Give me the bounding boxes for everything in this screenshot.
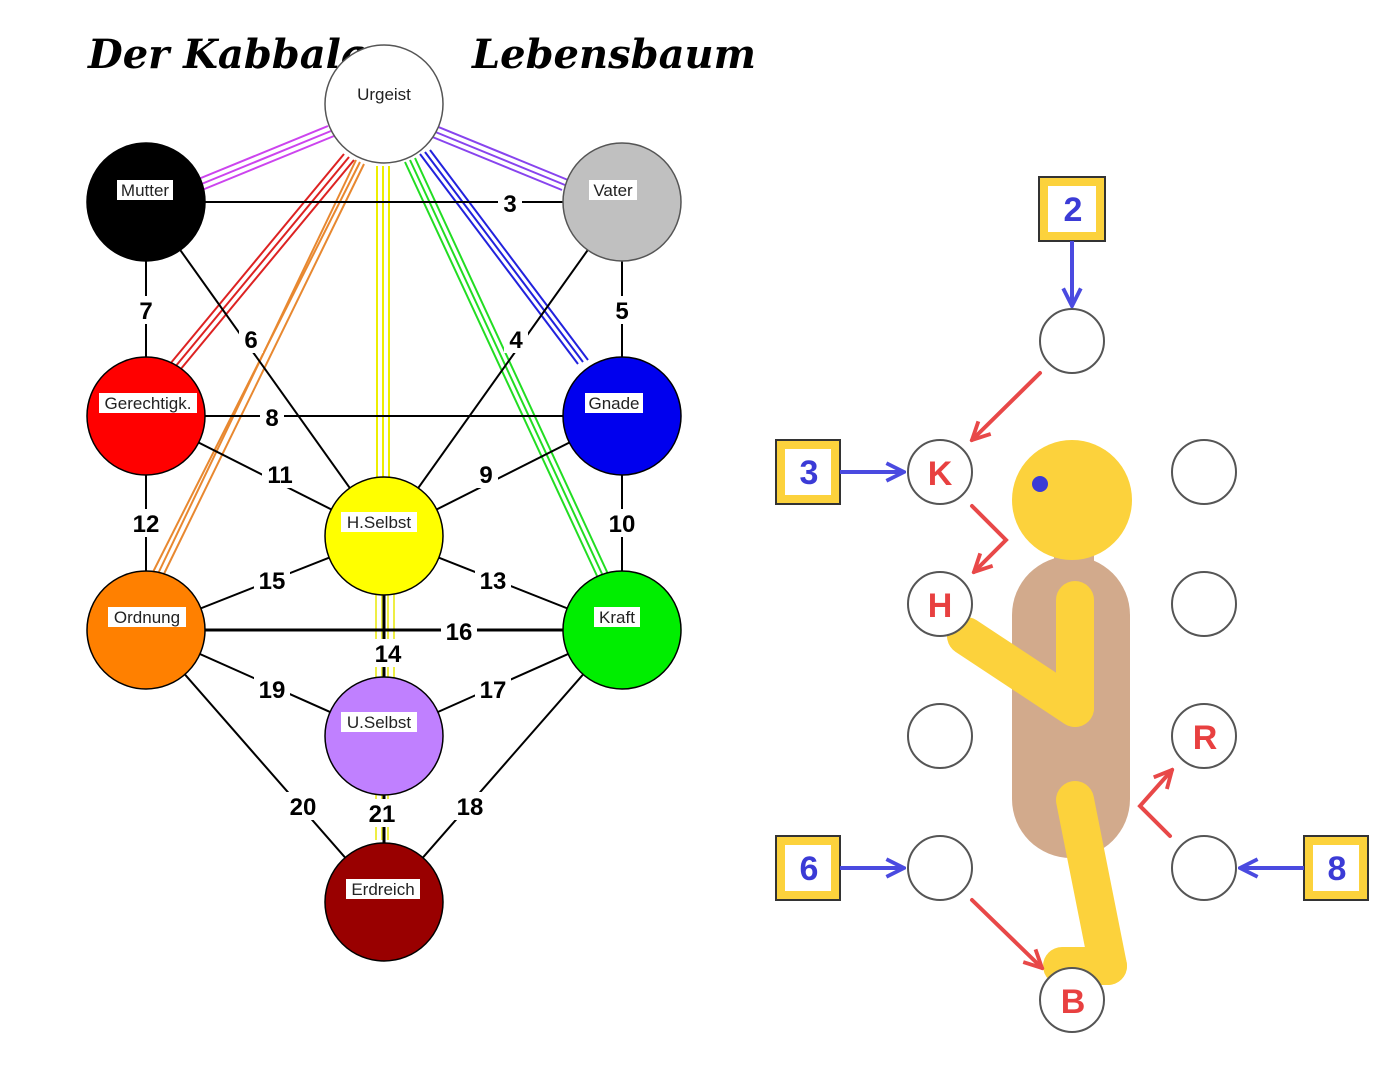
ray-hselbst [376,166,390,478]
node-ordnung: Ordnung [86,570,206,690]
path-number: 9 [479,462,492,489]
position-letter-r: R [1193,719,1218,757]
figure-head [1012,440,1132,560]
arrow-to-b [970,898,1042,968]
node-erdreich: Erdreich [324,842,444,962]
path-number: 14 [375,641,402,668]
figure [947,440,1132,985]
position-circle-k [907,439,973,505]
node-label: Mutter [121,181,170,200]
box-6: 6 [775,835,841,901]
ray-mutter [195,125,335,191]
path-numbers: 3 4 5 6 7 8 9 10 11 12 13 14 15 16 17 18… [128,189,640,828]
path-number: 16 [446,619,473,646]
svg-text:2: 2 [1064,191,1083,229]
node-gerechtigk: Gerechtigk. [86,356,206,476]
path-number: 4 [509,327,523,354]
path-number: 20 [290,794,317,821]
node-label: H.Selbst [347,513,412,532]
box-8: 8 [1303,835,1369,901]
position-circle-b [1039,967,1105,1033]
path-number: 7 [139,298,152,325]
node-vater: Vater [562,142,682,262]
node-label: Erdreich [351,880,414,899]
position-letter-k: K [928,455,953,493]
path-number: 19 [259,677,286,704]
position-diagram: K H R B 2 3 6 8 [775,176,1369,1033]
path-number: 6 [244,327,257,354]
node-label: Ordnung [114,608,180,627]
node-gnade: Gnade [562,356,682,476]
node-label: Kraft [599,608,635,627]
node-label: U.Selbst [347,713,412,732]
path-number: 17 [480,677,507,704]
colored-rays [149,125,609,840]
path-number: 18 [457,794,484,821]
path-number: 5 [615,298,628,325]
path-number: 3 [503,191,516,218]
ray-gerechtigk [169,153,355,371]
position-circle-right-4 [1171,835,1237,901]
kabbala-tree: Der Kabbala Lebensbaum [86,31,756,962]
node-urgeist: Urgeist [324,44,444,164]
path-number: 12 [133,511,160,538]
position-circle-right-1 [1171,439,1237,505]
title-right: Lebensbaum [471,31,756,78]
path-number: 11 [267,462,292,489]
title-left: Der Kabbala [87,31,367,78]
figure-eye [1032,476,1048,492]
node-label: Gerechtigk. [105,394,192,413]
figure-leg [1056,781,1127,985]
position-circle-r [1171,703,1237,769]
blue-arrows [840,241,1304,868]
position-circle-top [1039,308,1105,374]
box-3: 3 [775,439,841,505]
node-label: Urgeist [357,85,411,104]
position-letter-h: H [928,587,953,625]
path-number: 21 [369,801,396,828]
path-number: 10 [609,511,636,538]
box-2: 2 [1038,176,1106,242]
arrow-top-to-k [972,371,1042,440]
red-arrows [970,371,1172,968]
ray-ordnung [149,159,365,583]
arrow-k-to-h [970,504,1009,572]
position-letter-b: B [1061,983,1086,1021]
position-circle-h [907,571,973,637]
svg-text:3: 3 [800,454,819,492]
ray-vater [429,125,569,191]
path-number: 15 [259,568,286,595]
svg-text:8: 8 [1328,850,1347,888]
ray-gnade [419,149,589,365]
arrow-to-r [1137,770,1172,838]
sephiroth-nodes: Urgeist Mutter Vater Gerechtigk. Gnade [86,44,682,962]
node-mutter: Mutter [86,142,206,262]
svg-text:6: 6 [800,850,819,888]
node-uselbst: U.Selbst [324,676,444,796]
path-number: 8 [265,405,278,432]
position-circle-right-2 [1171,571,1237,637]
node-hselbst: H.Selbst [324,476,444,596]
position-circle-left-3 [907,703,973,769]
node-label: Gnade [588,394,639,413]
position-circle-left-4 [907,835,973,901]
path-number: 13 [480,568,507,595]
figure-arm-lower [947,617,1094,727]
node-kraft: Kraft [562,570,682,690]
position-circles [907,308,1237,1033]
node-label: Vater [593,181,633,200]
